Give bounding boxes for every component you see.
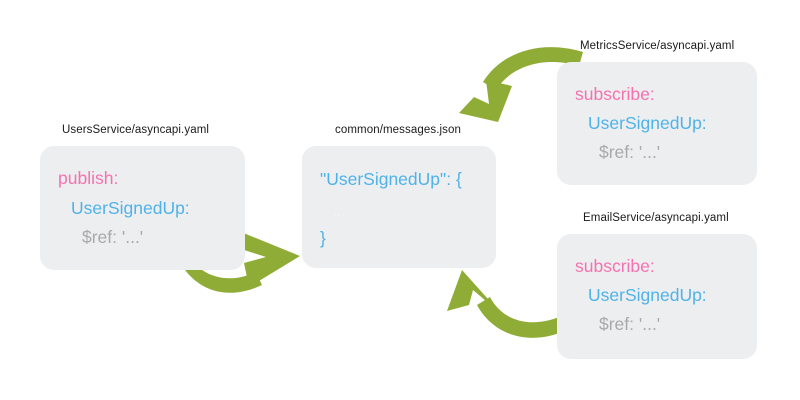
label-metrics-service: MetricsService/asyncapi.yaml (580, 40, 735, 52)
email-service-message: UserSignedUp: (588, 285, 707, 305)
card-users-service[interactable]: publish: UserSignedUp: $ref: '...' (40, 146, 245, 270)
users-service-operation: publish: (58, 168, 119, 188)
card-metrics-service[interactable]: subscribe: UserSignedUp: $ref: '...' (557, 62, 757, 185)
label-common-messages: common/messages.json (335, 124, 461, 136)
card-common-messages[interactable]: "UserSignedUp": { ... } (302, 146, 496, 268)
email-service-ref: $ref: '...' (599, 314, 661, 334)
metrics-service-message: UserSignedUp: (588, 113, 707, 133)
metrics-service-operation: subscribe: (575, 84, 655, 104)
common-messages-close: } (320, 228, 326, 248)
label-email-service: EmailService/asyncapi.yaml (583, 212, 729, 224)
card-email-service[interactable]: subscribe: UserSignedUp: $ref: '...' (557, 234, 757, 359)
common-messages-open: "UserSignedUp": { (320, 169, 462, 189)
email-service-operation: subscribe: (575, 256, 655, 276)
users-service-message: UserSignedUp: (71, 198, 190, 218)
arrow-email-to-common (447, 270, 571, 338)
metrics-service-ref: $ref: '...' (599, 142, 661, 162)
label-users-service: UsersService/asyncapi.yaml (62, 124, 210, 136)
common-messages-ellipsis: ... (333, 203, 346, 220)
users-service-ref: $ref: '...' (82, 227, 144, 247)
